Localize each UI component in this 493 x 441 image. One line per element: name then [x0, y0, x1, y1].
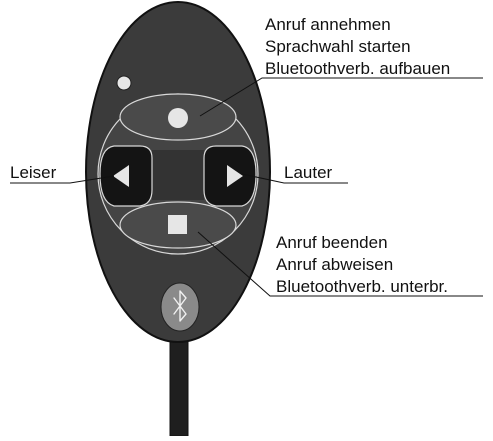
center-hub [152, 150, 204, 200]
stop-icon [168, 215, 187, 234]
bluetooth-button[interactable] [161, 283, 199, 331]
bottom-function-3: Bluetoothverb. unterbr. [276, 277, 448, 296]
cable [170, 340, 188, 436]
top-function-3: Bluetoothverb. aufbauen [265, 59, 450, 78]
circle-icon [168, 108, 188, 128]
bottom-function-1: Anruf beenden [276, 233, 388, 252]
led-indicator-icon [117, 76, 131, 90]
top-function-2: Sprachwahl starten [265, 37, 411, 56]
right-button[interactable] [204, 146, 256, 206]
bottom-button[interactable] [120, 202, 236, 248]
left-button[interactable] [100, 146, 152, 206]
top-button[interactable] [120, 94, 236, 140]
bottom-function-2: Anruf abweisen [276, 255, 393, 274]
left-button-label: Leiser [10, 163, 57, 182]
top-function-1: Anruf annehmen [265, 15, 391, 34]
right-button-label: Lauter [284, 163, 333, 182]
